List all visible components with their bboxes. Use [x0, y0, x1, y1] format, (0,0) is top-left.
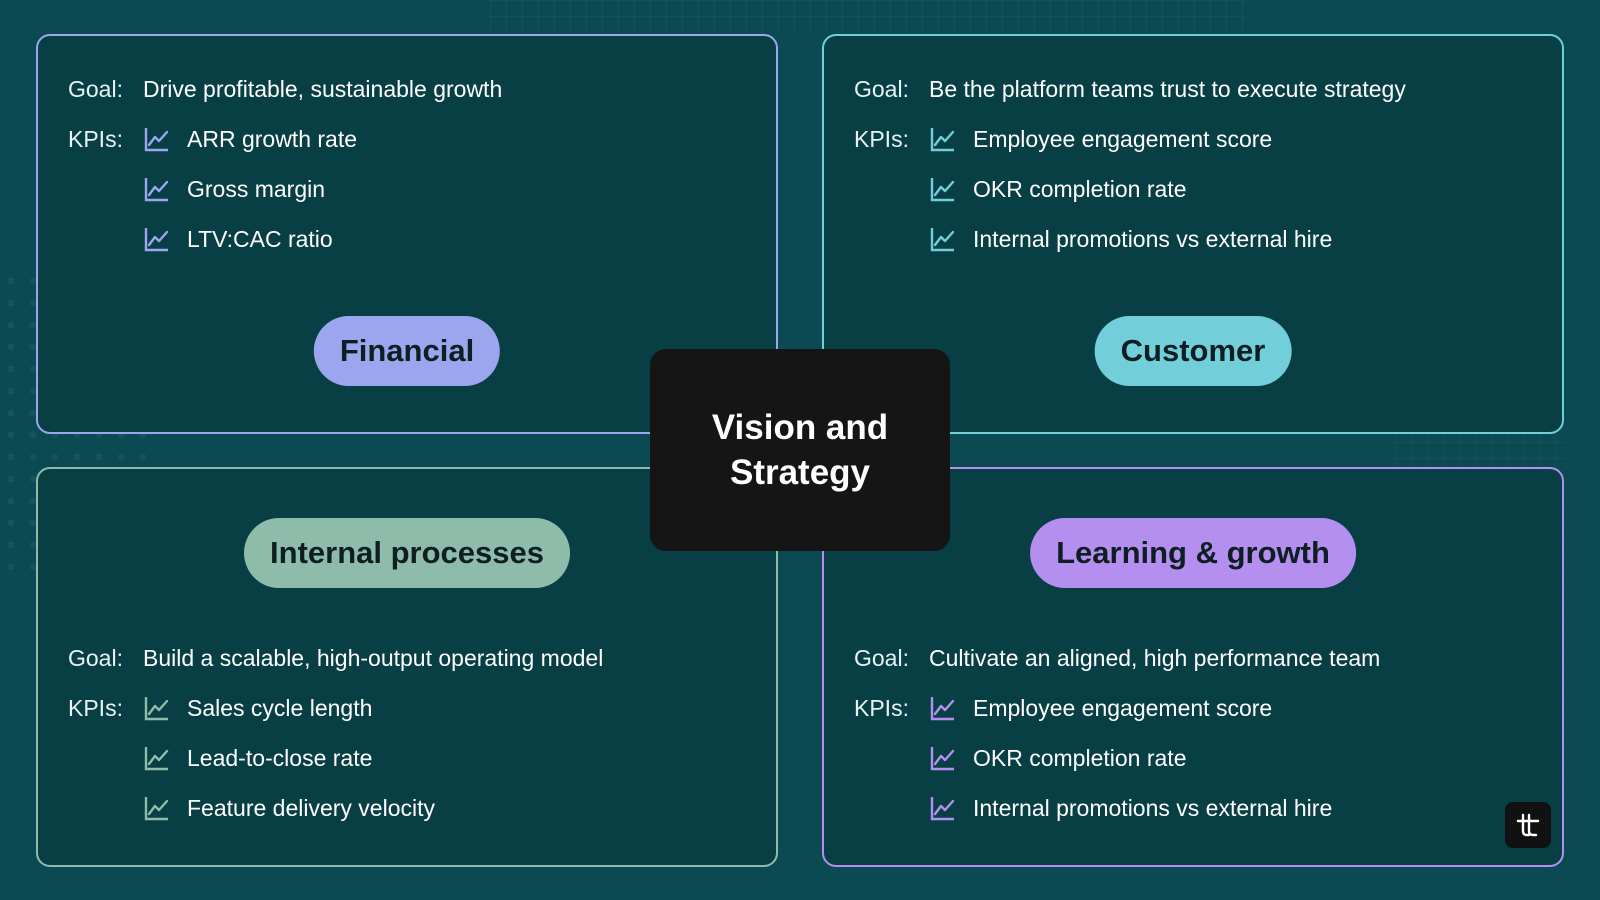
- kpi-row: KPIs: Employee engagement score: [854, 683, 1380, 733]
- tt-logo-glyph: [1516, 813, 1540, 837]
- kpi-item: LTV:CAC ratio: [187, 225, 333, 252]
- kpi-row: KPIs: Sales cycle length: [68, 683, 603, 733]
- trend-line-icon: [144, 797, 169, 821]
- kpi-item: Sales cycle length: [187, 694, 373, 721]
- internal-goal: Build a scalable, high-output operating …: [143, 644, 604, 671]
- learning-growth-pill: Learning & growth: [1030, 518, 1356, 588]
- kpi-item: Employee engagement score: [973, 694, 1273, 721]
- vision-strategy-title: Vision and Strategy: [711, 408, 889, 492]
- customer-info: Goal: Be the platform teams trust to exe…: [854, 64, 1406, 264]
- kpi-row: Gross margin: [68, 164, 502, 214]
- goal-row: Goal: Cultivate an aligned, high perform…: [854, 633, 1380, 683]
- financial-pill: Financial: [313, 316, 501, 386]
- kpi-row: KPIs: Employee engagement score: [854, 114, 1406, 164]
- financial-goal: Drive profitable, sustainable growth: [143, 75, 503, 102]
- trend-line-icon: [930, 797, 955, 821]
- quadrant-learning-growth: Learning & growth Goal: Cultivate an ali…: [822, 467, 1564, 867]
- goal-row: Goal: Build a scalable, high-output oper…: [68, 633, 603, 683]
- internal-processes-pill: Internal processes: [244, 518, 570, 588]
- learning-info: Goal: Cultivate an aligned, high perform…: [854, 633, 1380, 833]
- customer-goal: Be the platform teams trust to execute s…: [929, 75, 1406, 102]
- kpi-row: LTV:CAC ratio: [68, 214, 502, 264]
- background-grid: [490, 0, 1245, 32]
- kpi-item: Feature delivery velocity: [187, 794, 435, 821]
- trend-line-icon: [144, 228, 169, 252]
- kpi-item: Internal promotions vs external hire: [973, 794, 1333, 821]
- kpi-item: Gross margin: [187, 175, 326, 202]
- tt-logo-icon: [1505, 802, 1551, 848]
- kpi-row: OKR completion rate: [854, 733, 1380, 783]
- goal-row: Goal: Be the platform teams trust to exe…: [854, 64, 1406, 114]
- kpi-item: ARR growth rate: [187, 125, 358, 152]
- kpi-item: Internal promotions vs external hire: [973, 225, 1333, 252]
- internal-info: Goal: Build a scalable, high-output oper…: [68, 633, 603, 833]
- customer-pill: Customer: [1094, 316, 1292, 386]
- goal-row: Goal: Drive profitable, sustainable grow…: [68, 64, 502, 114]
- trend-line-icon: [144, 697, 169, 721]
- goal-label: Goal:: [68, 75, 123, 102]
- goal-label: Goal:: [68, 644, 123, 671]
- trend-line-icon: [144, 178, 169, 202]
- goal-label: Goal:: [854, 644, 909, 671]
- kpi-item: Lead-to-close rate: [187, 744, 373, 771]
- kpi-row: Internal promotions vs external hire: [854, 783, 1380, 833]
- trend-line-icon: [930, 128, 955, 152]
- learning-goal: Cultivate an aligned, high performance t…: [929, 644, 1381, 671]
- kpi-row: KPIs: ARR growth rate: [68, 114, 502, 164]
- kpis-label: KPIs:: [854, 125, 909, 152]
- trend-line-icon: [144, 128, 169, 152]
- trend-line-icon: [930, 228, 955, 252]
- vision-strategy-box: Vision and Strategy: [650, 349, 950, 551]
- trend-line-icon: [930, 178, 955, 202]
- kpi-row: Internal promotions vs external hire: [854, 214, 1406, 264]
- financial-info: Goal: Drive profitable, sustainable grow…: [68, 64, 502, 264]
- kpi-row: Feature delivery velocity: [68, 783, 603, 833]
- trend-line-icon: [144, 747, 169, 771]
- kpi-row: OKR completion rate: [854, 164, 1406, 214]
- kpi-item: OKR completion rate: [973, 744, 1187, 771]
- kpi-item: Employee engagement score: [973, 125, 1273, 152]
- trend-line-icon: [930, 747, 955, 771]
- kpi-row: Lead-to-close rate: [68, 733, 603, 783]
- kpis-label: KPIs:: [854, 694, 909, 721]
- kpi-item: OKR completion rate: [973, 175, 1187, 202]
- kpis-label: KPIs:: [68, 125, 123, 152]
- trend-line-icon: [930, 697, 955, 721]
- goal-label: Goal:: [854, 75, 909, 102]
- kpis-label: KPIs:: [68, 694, 123, 721]
